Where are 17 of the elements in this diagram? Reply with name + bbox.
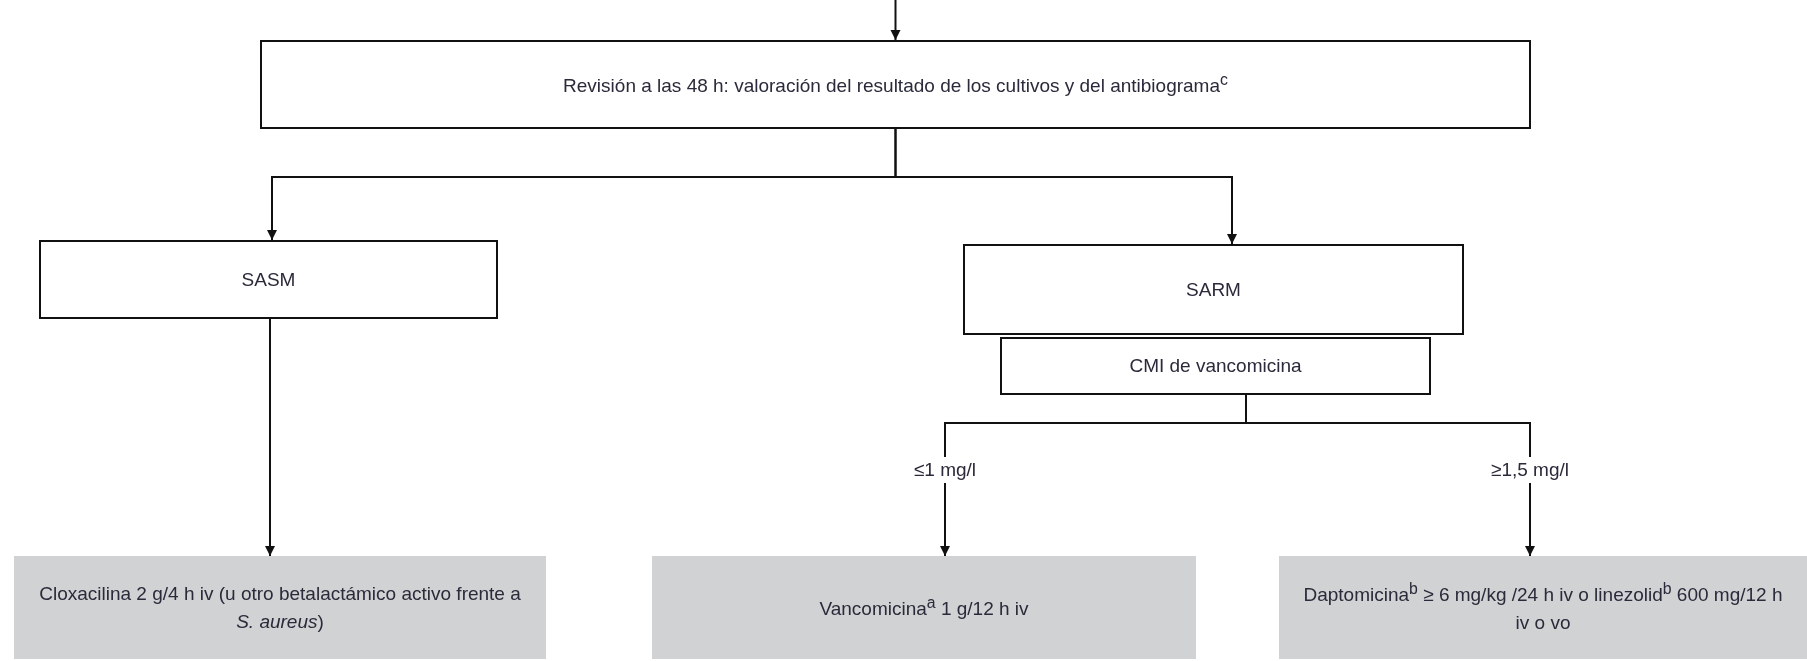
arrow <box>890 0 901 41</box>
node-text: Vancomicina$^{a}$ 1 g/12 h iv <box>819 593 1029 622</box>
node-text: SARM <box>1186 277 1241 302</box>
arrow <box>265 318 275 557</box>
process-box <box>39 240 498 319</box>
treatment-box <box>652 556 1196 659</box>
node-text: Revisión a las 48 h: valoración del resultado de los cultivos y del antibiograma$^{c}$ <box>563 70 1228 99</box>
arrow <box>894 128 1237 245</box>
node-text: Daptomicina$^{b}$ ≥ 6 mg/kg /24 h iv o linezolid$^{b}$ 600 mg/12 h iv o vo <box>1302 579 1784 636</box>
node-text: SASM <box>241 267 296 292</box>
process-box <box>260 40 1531 129</box>
node-text: CMI de vancomicina <box>1129 354 1302 379</box>
node-text: Cloxacilina 2 g/4 h iv (u otro betalactámico activo frente a S. aureus) <box>38 581 522 634</box>
treatment-box <box>1279 556 1807 659</box>
process-box <box>963 244 1464 335</box>
process-box <box>1000 337 1431 395</box>
treatment-box <box>14 556 546 659</box>
